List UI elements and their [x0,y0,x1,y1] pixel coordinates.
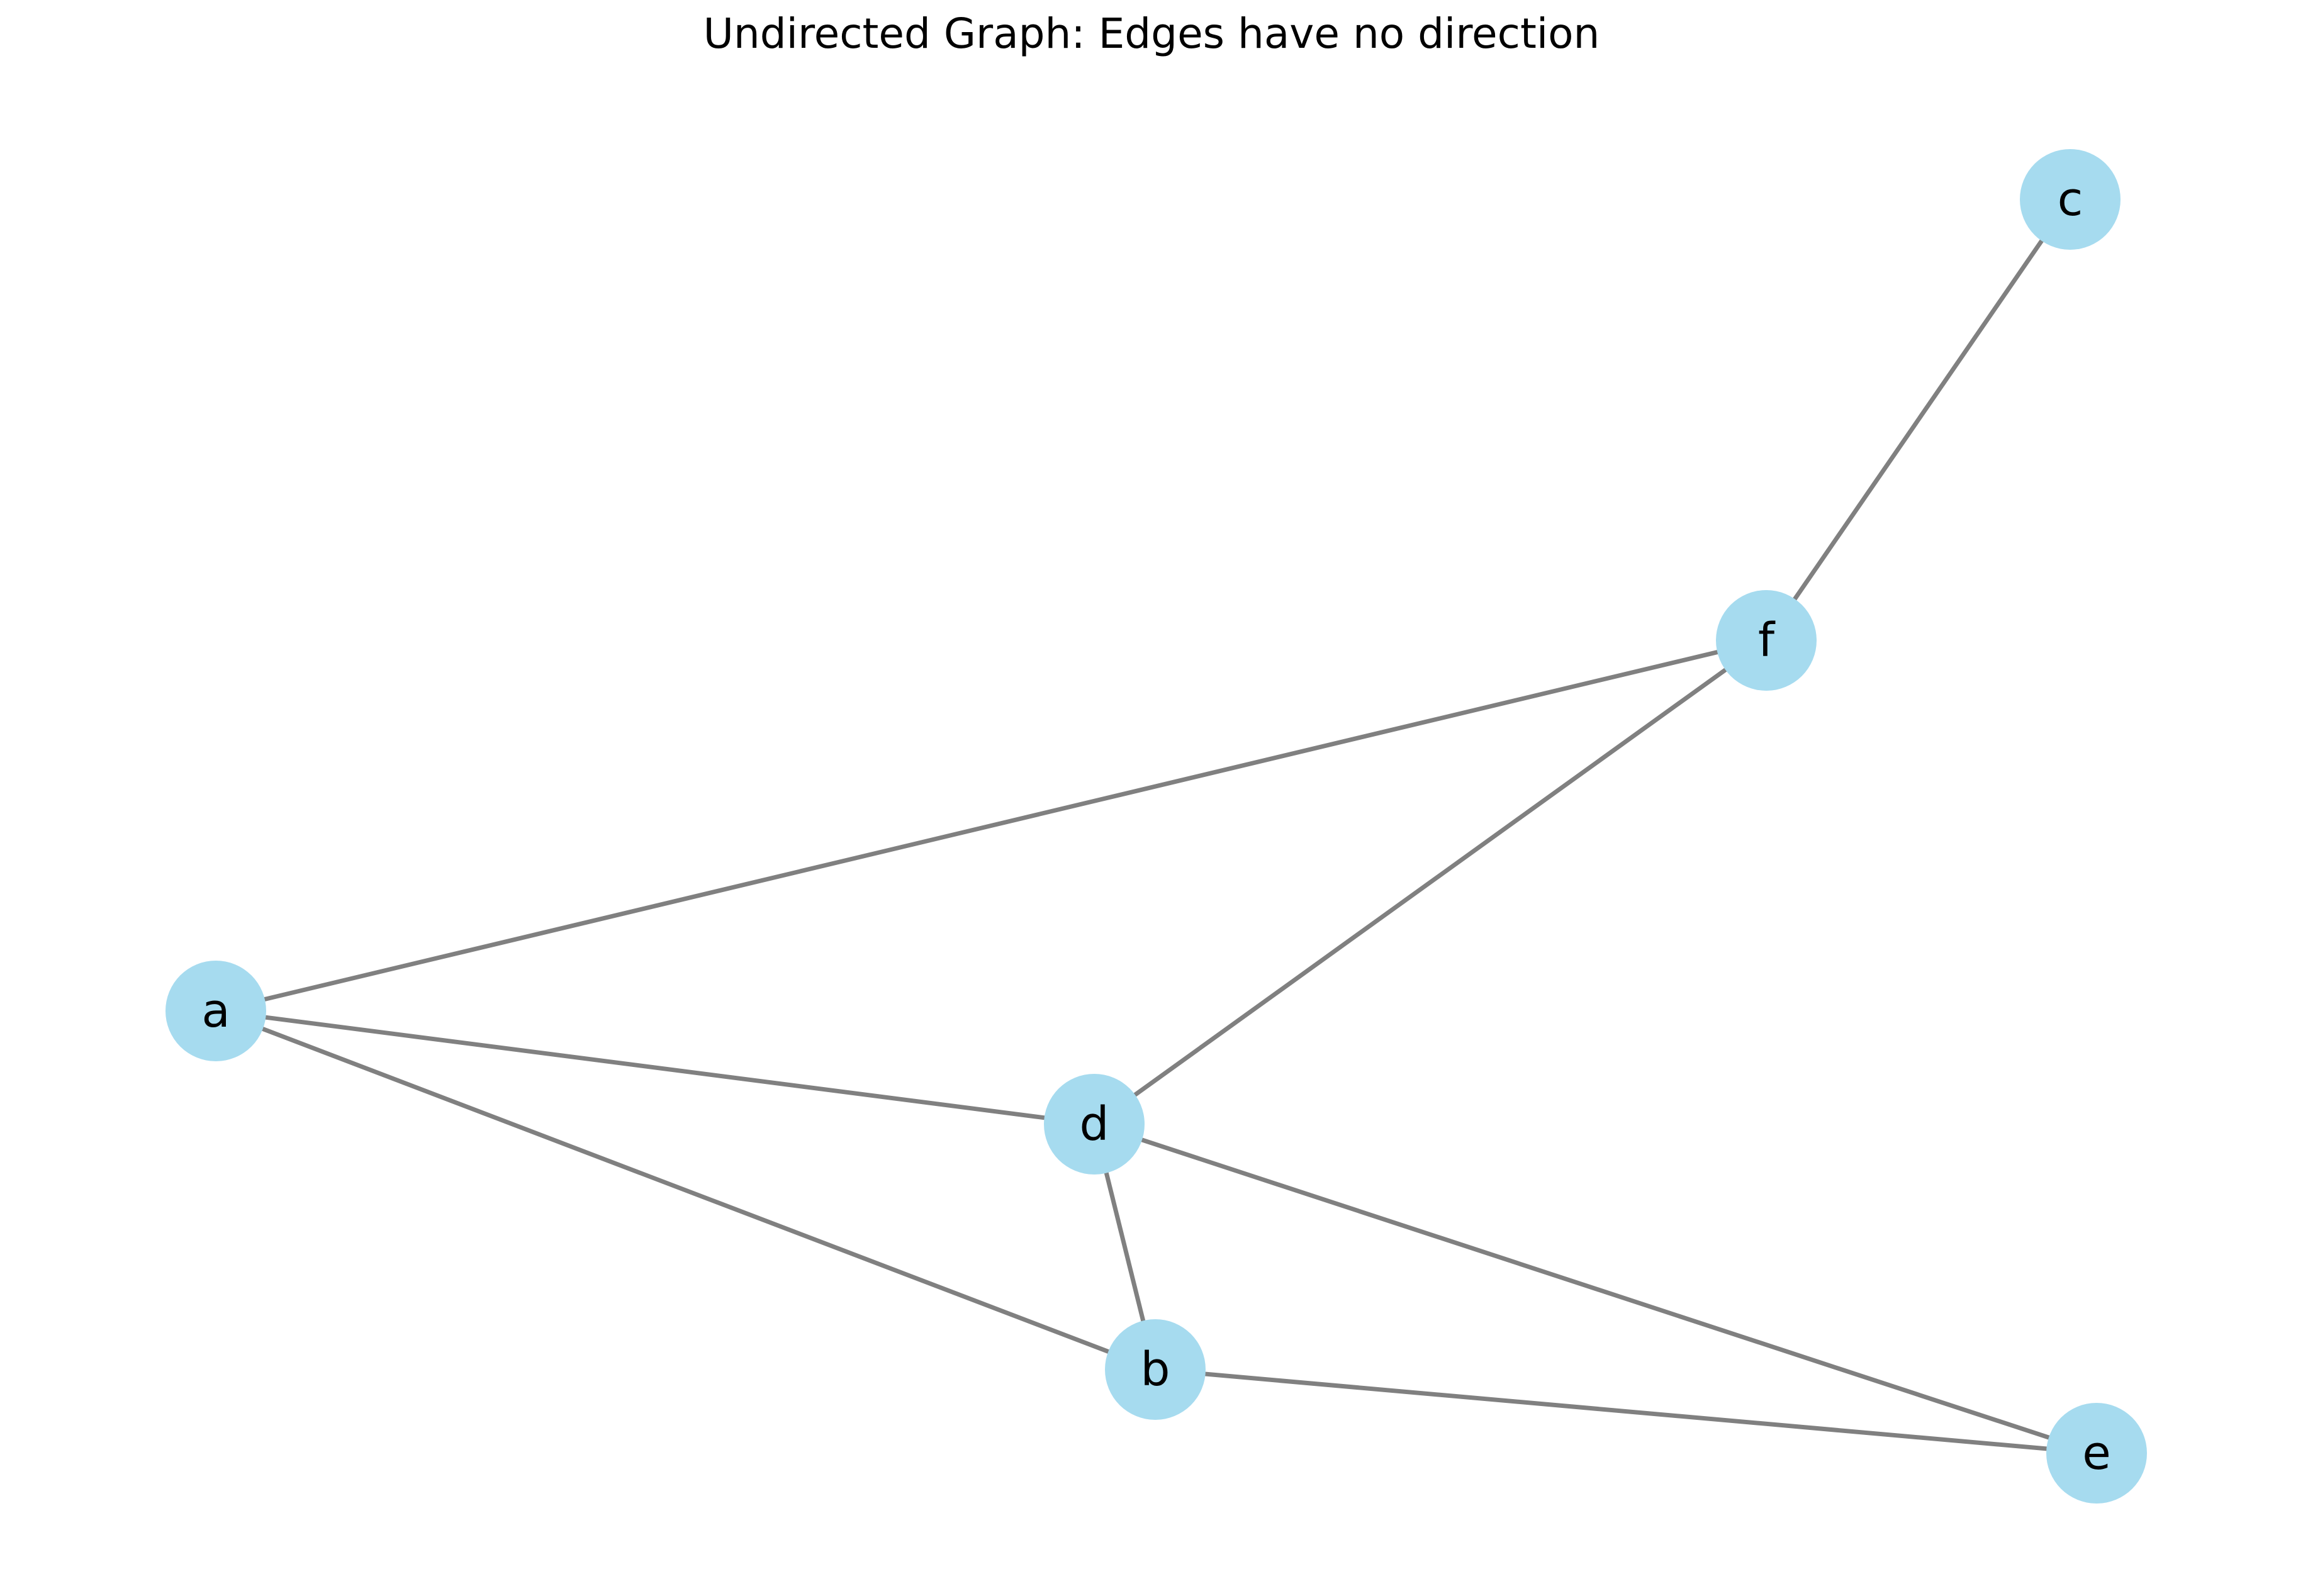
node-d: d [1044,1074,1145,1175]
edge-d-e [1093,1122,2098,1456]
node-e: e [2046,1403,2147,1504]
edge-a-b [215,1008,1157,1372]
edge-b-e [1155,1367,2097,1456]
node-circle-e [2046,1403,2147,1504]
node-label-d: d [1080,1097,1109,1151]
nodes-layer: a b c d e f [165,149,2147,1504]
node-f: f [1716,590,1817,691]
node-circle-a [165,961,266,1061]
node-label-f: f [1758,613,1776,667]
node-circle-b [1105,1319,1206,1420]
edge-d-f [1092,639,1768,1126]
node-a: a [165,961,266,1061]
edge-f-c [1764,198,2072,642]
node-b: b [1105,1319,1206,1420]
node-c: c [2020,149,2121,250]
edges-layer [215,198,2098,1456]
diagram-title: Undirected Graph: Edges have no directio… [703,9,1600,58]
node-circle-d [1044,1074,1145,1175]
node-label-e: e [2082,1426,2111,1480]
edge-a-d [215,1008,1095,1127]
node-label-c: c [2058,172,2083,226]
node-label-b: b [1141,1342,1170,1397]
edge-a-f [215,638,1767,1013]
node-circle-c [2020,149,2121,250]
node-circle-f [1716,590,1817,691]
node-label-a: a [201,984,230,1038]
